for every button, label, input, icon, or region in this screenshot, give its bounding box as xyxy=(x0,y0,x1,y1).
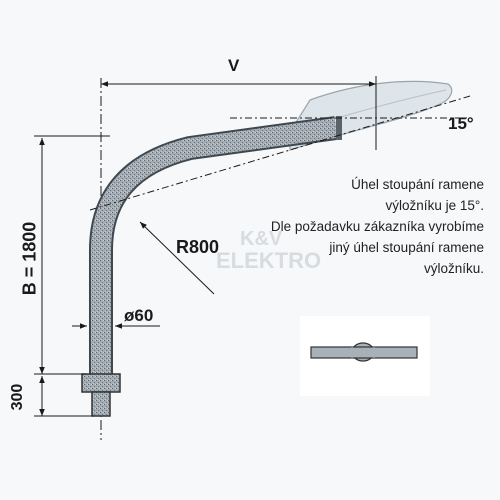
cross-section-inset xyxy=(300,316,430,396)
description-note: Úhel stoupání ramene výložníku je 15°. D… xyxy=(222,174,484,279)
bracket-pipe-fill xyxy=(91,118,338,380)
cross-section-drawing xyxy=(310,342,418,362)
pipe-end xyxy=(336,116,342,140)
base-stub xyxy=(91,391,111,417)
watermark-line1: K&V xyxy=(240,228,283,250)
watermark: K&V ELEKTRO xyxy=(216,228,321,272)
base-height-label: 300 xyxy=(9,383,26,411)
section-joint xyxy=(351,347,375,358)
angle-ref-incline xyxy=(89,95,471,211)
flat-bar xyxy=(310,346,418,359)
watermark-line2: ELEKTRO xyxy=(216,248,322,273)
dimension-v-label: V xyxy=(228,56,240,75)
note-line: Dle požadavku zákazníka vyrobíme xyxy=(270,219,484,234)
note-line: výložníku. xyxy=(423,261,484,276)
angle-label: 15° xyxy=(448,114,474,133)
height-label: B = 1800 xyxy=(19,221,40,296)
dim-r800-leader xyxy=(139,221,215,295)
radius-label: R800 xyxy=(176,237,220,257)
note-line: jiný úhel stoupání ramene xyxy=(329,240,484,255)
base-nut xyxy=(81,373,121,393)
diameter-label: ø60 xyxy=(124,306,154,325)
note-line: Úhel stoupání ramene xyxy=(351,177,484,192)
note-line: výložníku je 15°. xyxy=(385,198,484,213)
